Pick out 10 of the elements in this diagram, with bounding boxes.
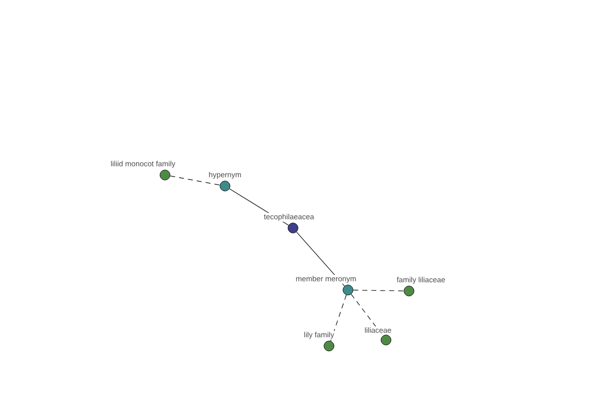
connector-line: [170, 176, 220, 186]
graph-node: [342, 284, 354, 296]
graph-node: [404, 286, 414, 296]
graph-node: [220, 180, 230, 192]
connector-line: [352, 290, 404, 292]
graph-node: [380, 334, 392, 346]
graph-node: [160, 170, 170, 180]
graph-node: [288, 222, 298, 234]
connector-line: [330, 294, 347, 342]
graph-node: [324, 340, 334, 352]
